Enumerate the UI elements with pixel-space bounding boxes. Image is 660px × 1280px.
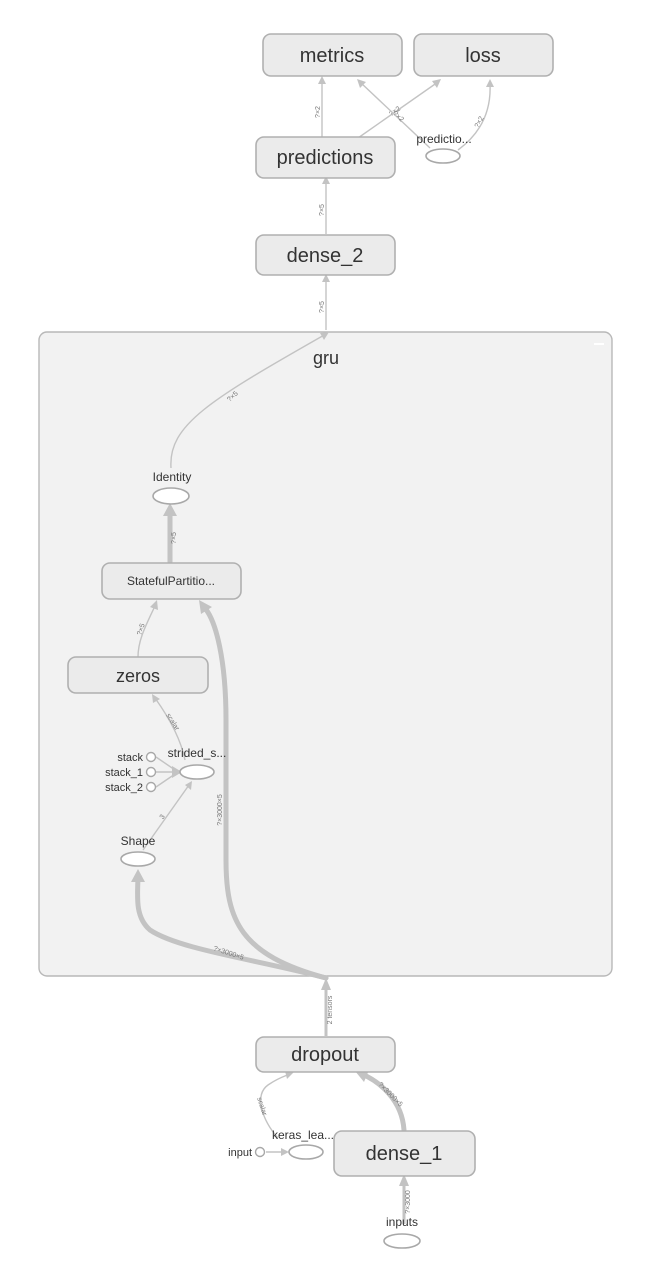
node-stack-2[interactable]: stack_2 <box>105 781 157 794</box>
svg-text:?×3000: ?×3000 <box>405 1190 412 1214</box>
node-predictions-sub[interactable]: predictio... <box>416 132 472 164</box>
node-dense-1-label: dense_1 <box>366 1143 443 1165</box>
node-inputs[interactable]: inputs <box>383 1215 421 1249</box>
node-metrics[interactable]: metrics <box>262 33 403 77</box>
node-loss[interactable]: loss <box>413 33 554 77</box>
node-input[interactable]: input <box>228 1146 266 1159</box>
node-stack-1[interactable]: stack_1 <box>105 766 157 779</box>
edge-input-keras <box>266 1148 289 1156</box>
edge-stateful-identity: ?×5 <box>163 503 178 565</box>
node-predictions[interactable]: predictions <box>255 136 396 179</box>
svg-text:?×5: ?×5 <box>319 301 326 313</box>
edge-shape-strided: 3 <box>142 781 192 851</box>
node-dense-1[interactable]: dense_1 <box>333 1130 476 1177</box>
svg-text:?×5: ?×5 <box>136 623 146 637</box>
svg-text:?×2: ?×2 <box>315 106 322 118</box>
edge-predsub-loss: ?×2 <box>457 79 494 151</box>
edge-zeros-stateful: ?×5 <box>136 600 158 658</box>
node-inputs-label: inputs <box>386 1215 418 1229</box>
node-keras-label: keras_lea... <box>272 1128 334 1142</box>
edge-dense1-dropout: ?×3000×5 <box>355 1070 407 1133</box>
node-zeros[interactable]: zeros <box>67 656 209 694</box>
svg-text:?×3000×5: ?×3000×5 <box>376 1081 403 1108</box>
edge-stacks-strided <box>155 756 182 788</box>
svg-text:2 tensors: 2 tensors <box>327 995 334 1024</box>
gru-group[interactable] <box>38 331 613 977</box>
node-stack-label: stack <box>117 752 143 764</box>
node-metrics-label: metrics <box>300 45 364 67</box>
edge-predictions-loss: ?×2 <box>357 79 441 139</box>
node-dropout[interactable]: dropout <box>255 1036 396 1073</box>
svg-text:?×5: ?×5 <box>171 532 178 544</box>
node-stack[interactable]: stack <box>117 751 157 764</box>
expand-icon[interactable] <box>594 343 604 345</box>
edge-dropout-gru: 2 tensors <box>321 978 334 1036</box>
edge-inputs-dense1: ?×3000 <box>399 1174 412 1224</box>
edge-gru-dense2: ?×5 <box>319 274 330 330</box>
node-dense-2[interactable]: dense_2 <box>255 234 396 276</box>
svg-text:?×3000×5: ?×3000×5 <box>217 794 224 826</box>
node-dropout-label: dropout <box>291 1044 359 1066</box>
svg-text:scalar: scalar <box>255 1097 268 1118</box>
node-identity[interactable]: Identity <box>152 470 192 505</box>
node-dense-2-label: dense_2 <box>287 245 364 267</box>
svg-text:3: 3 <box>159 813 167 820</box>
edge-bus-stateful: ?×3000×5 <box>199 600 329 981</box>
node-loss-label: loss <box>465 45 501 67</box>
node-input-label: input <box>228 1147 252 1159</box>
node-stack-2-label: stack_2 <box>105 782 143 794</box>
edge-predictions-metrics: ?×2 <box>315 76 326 140</box>
node-shape[interactable]: Shape <box>120 834 156 867</box>
svg-text:?×2: ?×2 <box>474 115 486 129</box>
node-predictions-sub-label: predictio... <box>416 132 471 146</box>
edge-dense2-predictions: ?×5 <box>319 176 330 234</box>
node-keras-learning-phase[interactable]: keras_lea... <box>272 1128 334 1160</box>
svg-text:?×5: ?×5 <box>319 204 326 216</box>
node-strided-label: strided_s... <box>168 746 227 760</box>
node-zeros-label: zeros <box>116 666 160 686</box>
node-shape-label: Shape <box>121 834 156 848</box>
node-stateful-partitioned-call[interactable]: StatefulPartitio... <box>101 562 242 600</box>
node-identity-label: Identity <box>153 470 192 484</box>
gru-label: gru <box>313 348 339 368</box>
node-stack-1-label: stack_1 <box>105 767 143 779</box>
node-stateful-label: StatefulPartitio... <box>127 574 215 588</box>
node-predictions-label: predictions <box>277 147 374 169</box>
node-strided-slice[interactable]: strided_s... <box>168 746 227 780</box>
